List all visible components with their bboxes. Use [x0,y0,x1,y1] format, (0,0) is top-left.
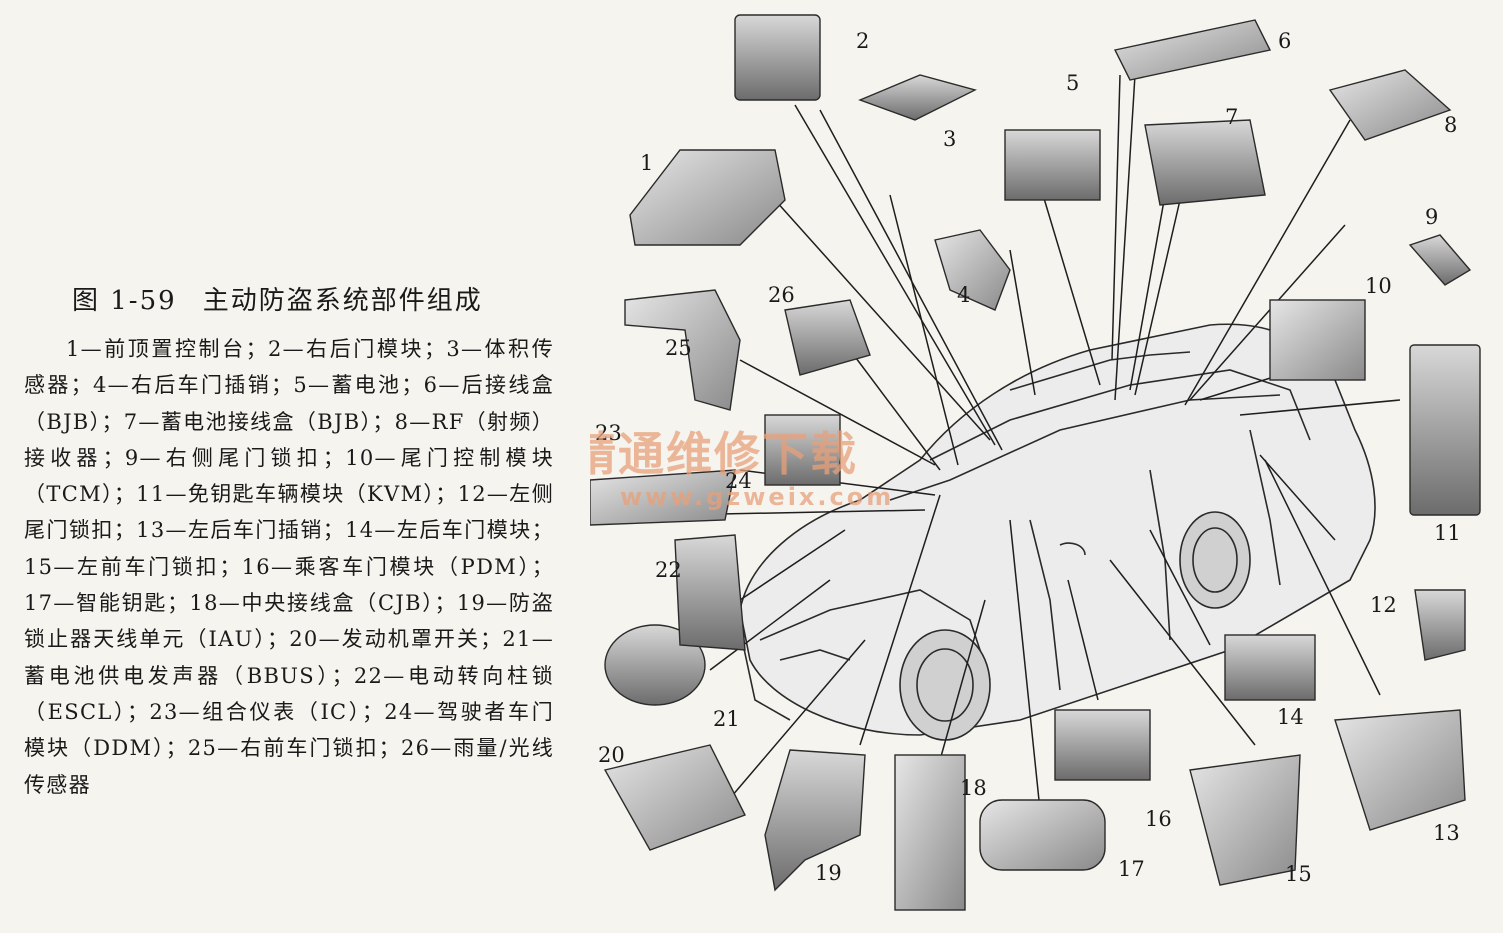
part-rear-door-latch [934,229,1011,311]
label-17: 17 [1118,857,1145,881]
part-driver-door-module [764,414,841,486]
label-22: 22 [655,558,682,582]
part-left-rear-door-latch [1334,709,1466,831]
label-25: 25 [665,336,692,360]
label-21: 21 [713,707,740,731]
watermark-title: 精通维修下载 [590,427,858,481]
label-4: 4 [957,283,970,307]
caption-panel: 图 1-59 主动防盗系统部件组成 1—前顶置控制台；2—右后门模块；3—体积传感… [24,280,554,803]
label-20: 20 [598,743,625,767]
label-16: 16 [1145,807,1172,831]
part-right-front-door-latch [624,289,741,411]
part-volume-sensor [858,74,977,121]
part-steering-column-lock [674,534,746,651]
label-13: 13 [1433,821,1460,845]
part-instrument-cluster [590,469,736,526]
part-rain-light-sensor [784,299,871,376]
label-1: 1 [640,151,653,175]
label-15: 15 [1285,862,1312,886]
watermark-url: www.gzweix.com [620,483,894,511]
label-19: 19 [815,861,842,885]
leader-lines [669,74,1401,811]
part-central-junction-box [894,754,966,911]
label-24: 24 [725,469,752,493]
figure-number: 图 1-59 [72,286,177,316]
part-immobiliser-antenna [764,749,866,892]
part-battery [1004,129,1101,201]
part-overhead-console [629,149,786,246]
part-battery-junction-box [1144,119,1266,206]
part-passenger-door-module [1054,709,1151,781]
label-9: 9 [1425,205,1438,229]
figure-title: 图 1-59 主动防盗系统部件组成 [72,280,554,317]
watermark: 精通维修下载 www.gzweix.com [590,427,894,511]
label-14: 14 [1277,705,1304,729]
vehicle-illustration [739,323,1376,741]
part-keyless-vehicle-module [1409,344,1481,516]
label-7: 7 [1225,105,1238,129]
part-tailgate-module [1269,299,1366,381]
component-parts [590,14,1481,911]
label-18: 18 [960,776,987,800]
part-left-tailgate-latch [1414,589,1466,661]
part-rear-junction-box [1113,19,1272,81]
part-smart-key [979,799,1106,871]
part-left-front-door-latch [1189,754,1301,886]
label-12: 12 [1370,593,1397,617]
label-11: 11 [1434,521,1461,545]
label-5: 5 [1066,71,1079,95]
label-10: 10 [1365,274,1392,298]
part-number-labels: 1 2 3 4 5 6 7 8 9 10 11 12 13 14 15 16 1… [595,29,1461,886]
label-3: 3 [943,127,956,151]
label-8: 8 [1444,113,1457,137]
label-6: 6 [1278,29,1291,53]
part-left-rear-door-module [1224,634,1316,701]
label-2: 2 [856,29,869,53]
part-bonnet-switch [603,744,746,851]
part-rf-receiver [1328,69,1452,141]
component-diagram: 1 2 3 4 5 6 7 8 9 10 11 12 13 14 15 16 1… [590,14,1481,911]
label-23: 23 [595,421,622,445]
part-right-tailgate-latch [1408,234,1472,286]
figure-title-text: 主动防盗系统部件组成 [202,286,483,316]
label-26: 26 [768,283,795,307]
figure-legend: 1—前顶置控制台；2—右后门模块；3—体积传感器；4—右后车门插销；5—蓄电池；… [24,337,554,797]
part-rear-door-module [734,14,821,101]
